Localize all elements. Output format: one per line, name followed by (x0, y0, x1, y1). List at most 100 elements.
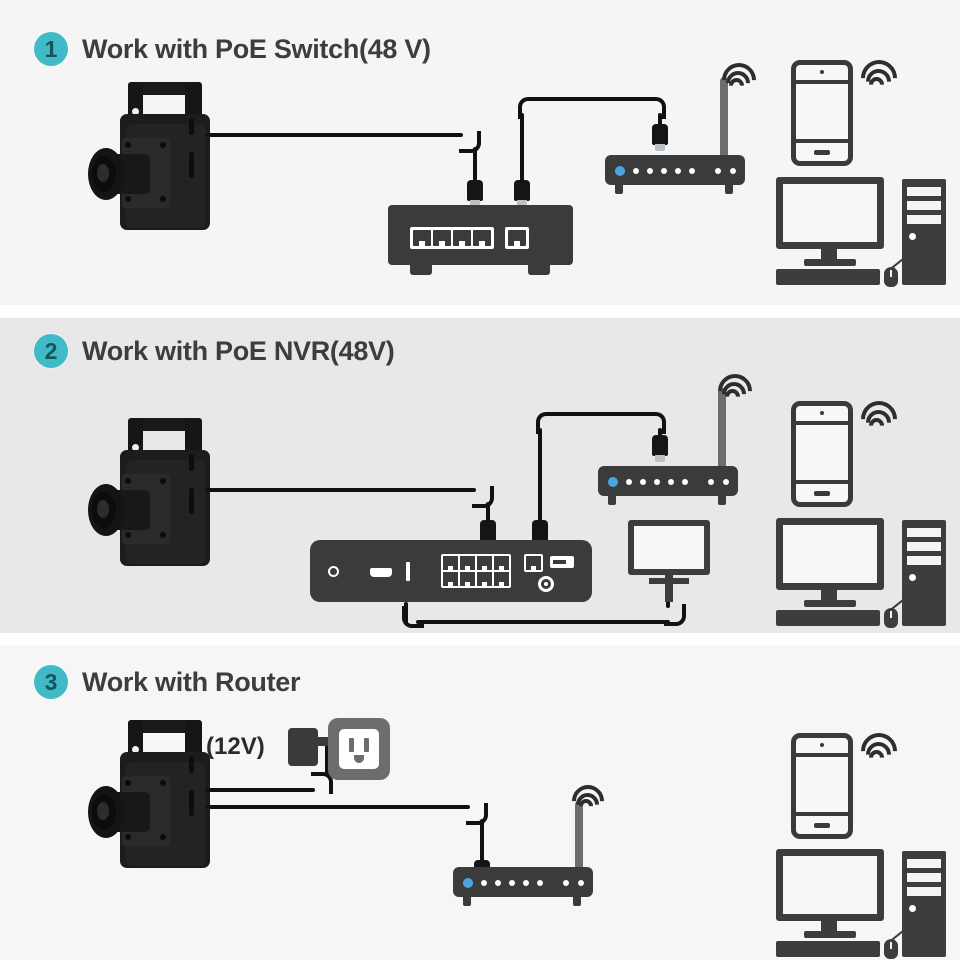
switch-port-bank (410, 227, 529, 249)
cable-elbow (311, 772, 333, 794)
smartphone (791, 60, 853, 166)
cable-nvr-to-router-vert-left (538, 428, 542, 523)
nvr-poe-port (443, 556, 458, 570)
rj45-plug-icon (652, 124, 668, 152)
camera-bracket-top (128, 82, 202, 95)
cable-camera-to-switch (205, 133, 463, 137)
smartphone (791, 733, 853, 839)
nvr-power-jack (538, 576, 554, 592)
switch-foot (410, 265, 432, 275)
camera-screw (160, 780, 166, 786)
cable-elbow (466, 803, 488, 825)
nvr-poe-port-bank (441, 554, 511, 588)
pc-drive-bay (907, 187, 941, 196)
cable-camera-to-nvr-vert (486, 502, 490, 523)
nvr-poe-port (477, 556, 492, 570)
pc-mouse (884, 608, 898, 628)
cable-nvr-to-router-horiz (552, 412, 646, 416)
nvr-poe-port (494, 556, 509, 570)
switch-port (453, 230, 471, 246)
pc-tower (902, 851, 946, 957)
nvr-poe-port (494, 572, 509, 586)
phone-bottom-bezel-line (796, 139, 848, 143)
section-1-title: Work with PoE Switch(48 V) (82, 33, 431, 64)
router-status-leds (626, 479, 688, 485)
bracket-hole (132, 746, 139, 753)
section-poe-switch: 1 Work with PoE Switch(48 V) (0, 0, 960, 305)
pc-drive-bay (907, 542, 941, 551)
camera-bracket-slot (189, 488, 194, 514)
poe-nvr (310, 540, 592, 602)
pc-monitor-base (804, 259, 856, 266)
phone-home-button (814, 491, 830, 496)
phone-home-button (814, 150, 830, 155)
cable-elbow (459, 131, 481, 153)
desktop-pc (776, 518, 946, 628)
cable-elbow (644, 97, 666, 119)
pc-monitor-neck (821, 921, 837, 933)
section-3-title: Work with Router (82, 666, 301, 697)
camera-bracket-slot (189, 152, 194, 178)
cable-elbow (664, 604, 686, 626)
nvr-poe-port (460, 572, 475, 586)
pc-monitor (776, 849, 884, 921)
pc-power-button (909, 574, 916, 581)
phone-home-button (814, 823, 830, 828)
camera-bracket-slot (189, 790, 194, 816)
camera-screw (125, 532, 131, 538)
nvr-audio-port (328, 566, 339, 577)
cable-elbow (402, 606, 424, 628)
cable-nvr-to-monitor-horiz (416, 620, 670, 624)
ip-camera (82, 82, 247, 257)
power-voltage-label: (12V) (206, 733, 265, 760)
router-port-leds (715, 168, 736, 174)
router-power-led (615, 166, 625, 176)
rj45-plug-icon (514, 180, 530, 208)
pc-monitor (776, 177, 884, 249)
camera-lens-glass (97, 802, 109, 820)
camera-screw (160, 142, 166, 148)
nvr-poe-port (477, 572, 492, 586)
rj45-plug-icon (652, 435, 668, 463)
wifi-waves-icon (853, 52, 905, 104)
smartphone (791, 401, 853, 507)
cable-switch-to-router-vert-left (520, 113, 524, 183)
monitor-tv (628, 520, 710, 602)
nvr-vga-slot (406, 562, 410, 581)
nvr-lan-port (526, 556, 541, 570)
wifi-waves-icon (710, 366, 760, 416)
pc-monitor-neck (821, 249, 837, 261)
cable-elbow (644, 412, 666, 434)
pc-keyboard (776, 941, 880, 957)
desktop-pc (776, 849, 946, 959)
camera-lens-glass (97, 500, 109, 518)
pc-drive-bay (907, 528, 941, 537)
pc-tower (902, 179, 946, 285)
camera-screw (160, 834, 166, 840)
router-port-leds (708, 479, 729, 485)
router-foot (573, 897, 581, 906)
camera-screw (160, 532, 166, 538)
camera-screw (125, 196, 131, 202)
wifi-waves-icon (853, 393, 905, 445)
router-foot (725, 185, 733, 194)
section-poe-nvr: 2 Work with PoE NVR(48V) (0, 318, 960, 633)
pc-drive-bay (907, 873, 941, 882)
phone-camera-dot (820, 70, 824, 74)
pc-mouse (884, 939, 898, 959)
monitor-base (649, 578, 689, 584)
section-3-heading: 3 Work with Router (34, 665, 301, 699)
wall-outlet-icon (328, 718, 390, 780)
section-2-title: Work with PoE NVR(48V) (82, 335, 395, 366)
pc-monitor (776, 518, 884, 590)
camera-screw (160, 196, 166, 202)
section-router: 3 Work with Router (0, 645, 960, 960)
router-power-led (463, 878, 473, 888)
nvr-lan-port-wrap (524, 554, 543, 572)
router-antenna (575, 801, 583, 871)
phone-bottom-bezel-line (796, 480, 848, 484)
router-status-leds (481, 880, 543, 886)
cable-camera-power-vert (325, 743, 329, 775)
outlet-slot (364, 738, 369, 752)
